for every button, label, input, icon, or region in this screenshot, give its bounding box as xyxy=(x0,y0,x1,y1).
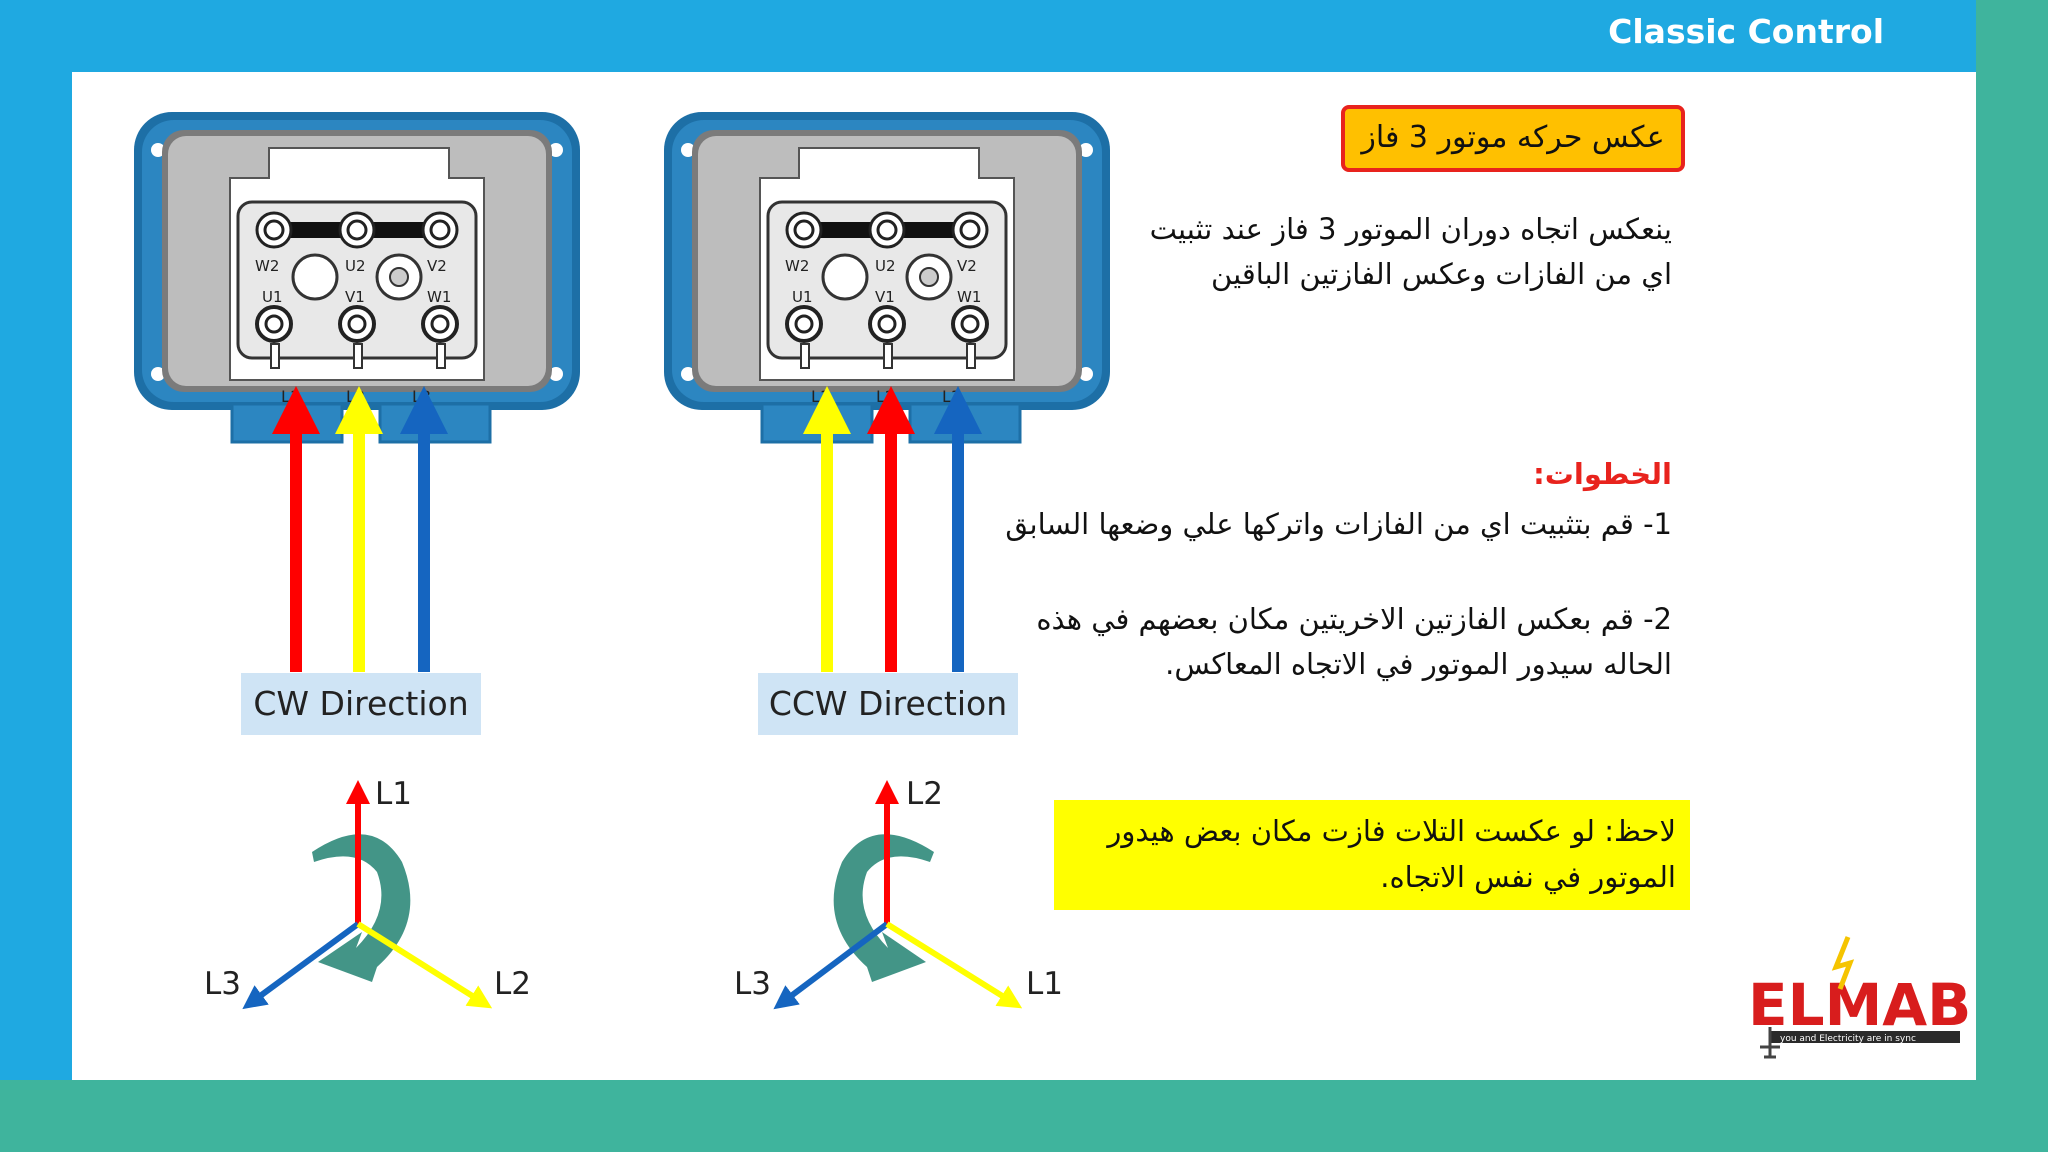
line-label: L3 xyxy=(942,387,961,406)
terminal-label: W2 xyxy=(785,257,809,275)
steps-heading: الخطوات: xyxy=(1533,457,1672,491)
line-label: L2 xyxy=(876,387,895,406)
cw-terminal-box: W2 U2 V2 U1 V1 W1 L1 L2 L3 xyxy=(132,110,582,444)
logo-tagline: you and Electricity are in sync xyxy=(1780,1034,1916,1044)
step-1: 1- قم بتثبيت اي من الفازات واتركها علي و… xyxy=(1005,507,1672,541)
ccw-phasor xyxy=(773,780,1023,1010)
terminal-label: U1 xyxy=(262,288,283,306)
cw-supply-arrows xyxy=(272,386,448,672)
intro-text: ينعكس اتجاه دوران الموتور 3 فاز عند تثبي… xyxy=(1149,212,1672,291)
line-label: L2 xyxy=(346,387,365,406)
line-label: L1 xyxy=(811,387,830,406)
ccw-terminal-box: W2 U2 V2 U1 V1 W1 L1 L2 L3 xyxy=(662,110,1112,444)
step-2: 2- قم بعكس الفازتين الاخريتين مكان بعضهم… xyxy=(1036,602,1672,681)
terminal-label: V1 xyxy=(345,288,365,306)
top-bar: Classic Control xyxy=(0,0,1976,72)
terminal-label: U1 xyxy=(792,288,813,306)
terminal-label: V2 xyxy=(427,257,447,275)
terminal-label: W2 xyxy=(255,257,279,275)
wiring-diagram: W2 U2 V2 U1 V1 W1 L1 L2 L3 W2 U2 V2 U1 V… xyxy=(132,110,1112,1010)
cw-direction-label: CW Direction xyxy=(241,673,481,735)
cw-phasor xyxy=(242,780,493,1010)
ccw-supply-arrows xyxy=(803,386,982,672)
terminal-label: U2 xyxy=(345,257,366,275)
line-label: L3 xyxy=(412,387,431,406)
terminal-label: W1 xyxy=(427,288,451,306)
brand-title: Classic Control xyxy=(1608,12,1884,51)
slide-content: W2 U2 V2 U1 V1 W1 L1 L2 L3 W2 U2 V2 U1 V… xyxy=(72,72,1976,1080)
ccw-vector-left-label: L3 xyxy=(734,966,771,1002)
terminal-label: V1 xyxy=(875,288,895,306)
slide-title: عكس حركه موتور 3 فاز xyxy=(1341,105,1685,172)
cw-vector-left-label: L3 xyxy=(204,966,241,1002)
right-strip xyxy=(1976,0,2048,1152)
note-box: لاحظ: لو عكست التلات فازت مكان بعض هيدور… xyxy=(1054,800,1690,910)
elmabid-logo: ELMABID you and Electricity are in sync xyxy=(1748,936,1972,1059)
cw-vector-right-label: L2 xyxy=(494,966,531,1002)
line-label: L1 xyxy=(281,387,300,406)
logo-text-main: ELMABID xyxy=(1748,971,1972,1039)
terminal-label: V2 xyxy=(957,257,977,275)
ccw-direction-label: CCW Direction xyxy=(758,673,1018,735)
terminal-label: U2 xyxy=(875,257,896,275)
cw-vector-up-label: L1 xyxy=(375,776,412,812)
bottom-band xyxy=(0,1080,2048,1152)
terminal-label: W1 xyxy=(957,288,981,306)
ccw-vector-up-label: L2 xyxy=(906,776,943,812)
ccw-vector-right-label: L1 xyxy=(1026,966,1063,1002)
left-strip xyxy=(0,0,72,1152)
